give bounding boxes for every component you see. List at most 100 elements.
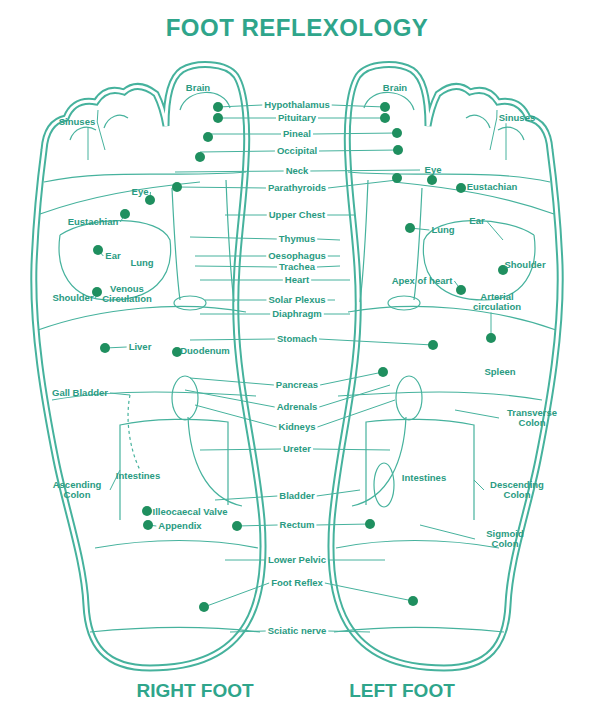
leader-line [317,400,395,427]
organ-label: Stomach [277,334,317,344]
organ-label: Sinuses [499,113,535,123]
leader-line [317,239,340,240]
organ-outline [172,376,198,420]
reflex-point [380,113,390,123]
leader-line [177,187,266,188]
organ-label: Solar Plexus [268,295,325,305]
leader-line [200,314,270,315]
foot-heading: RIGHT FOOT [136,680,253,702]
reflex-point [92,287,102,297]
organ-label: Eustachian [467,182,518,192]
leader-line [175,171,284,172]
reflex-point [393,145,403,155]
organ-label: Descending Colon [486,480,548,501]
reflex-point [378,367,388,377]
organ-label: Rectum [280,520,315,530]
reflex-point [232,521,242,531]
leader-line [190,237,277,239]
organ-outline [388,296,420,310]
organ-label: Sciatic nerve [268,626,327,636]
zone-line [40,182,200,214]
organ-label: Neck [286,166,309,176]
zone-line [336,541,499,549]
zone-line [172,188,180,300]
leader-line [317,266,340,267]
organ-label: Duodenum [180,346,230,356]
organ-label: Oesophagus [268,251,326,261]
organ-label: Liver [129,342,152,352]
organ-label: Adrenals [277,402,318,412]
leader-line [490,118,497,150]
leader-line [190,339,275,340]
organ-label: Occipital [277,146,317,156]
reflex-point [172,182,182,192]
leader-line [237,525,278,526]
foot-border [331,65,560,668]
reflex-point [456,183,466,193]
leader-line [218,105,262,107]
organ-label: Apex of heart [392,276,453,286]
organ-label: Heart [285,275,309,285]
zone-line [348,306,556,330]
reflex-point [172,347,182,357]
foot-heading: LEFT FOOT [349,680,455,702]
organ-label: Sinuses [59,117,95,127]
organ-label: Ascending Colon [46,480,108,501]
reflex-point [213,102,223,112]
zone-line [104,115,128,128]
leader-line [190,378,274,385]
leader-line [327,215,355,216]
reflex-point [392,173,402,183]
zone-line [44,172,246,182]
reflex-point [405,223,415,233]
organ-label: Eustachian [68,217,119,227]
leader-line [319,385,390,407]
leader-line [325,583,413,601]
organ-label: Sigmoid Colon [477,529,533,550]
leader-line [506,123,507,160]
leader-line [320,372,383,385]
reflex-point [203,132,213,142]
leader-line [88,127,89,160]
leader-line [328,560,385,561]
organ-label: Lower Pelvic [268,555,326,565]
leader-line [195,266,277,267]
zone-line [95,541,258,549]
leader-line [318,118,385,119]
leader-line [218,118,276,119]
organ-label: Thymus [279,234,315,244]
leader-line [455,410,499,418]
organ-label: Diaphragm [272,309,322,319]
organ-label: Arterial circulation [466,292,528,313]
leader-line [200,151,275,152]
leader-line [328,631,370,632]
leader-line [317,490,360,496]
organ-label: Appendix [158,521,201,531]
organ-label: Upper Chest [269,210,325,220]
zone-line [360,180,368,302]
foot-border-gap [331,65,560,668]
leader-line [97,122,105,150]
organ-label: Kidneys [279,422,316,432]
organ-label: Trachea [279,262,315,272]
foot-outline: LEFT FOOT [314,60,574,705]
zone-line [226,180,234,302]
organ-label: Venous Circulation [96,284,158,305]
leader-line [324,314,350,315]
leader-line [319,150,398,151]
organ-label: Pancreas [276,380,318,390]
leader-line [420,525,475,539]
reflex-point [427,175,437,185]
leader-line [200,449,281,450]
zone-line [348,172,550,182]
leader-line [204,583,269,607]
foot-group [331,65,560,668]
organ-outline [396,376,422,420]
leader-line [310,170,420,171]
reflex-point [456,285,466,295]
organ-label: Illeocaecal Valve [152,507,227,517]
organ-label: Bladder [279,491,314,501]
leader-line [110,393,130,395]
leader-line [313,449,390,450]
